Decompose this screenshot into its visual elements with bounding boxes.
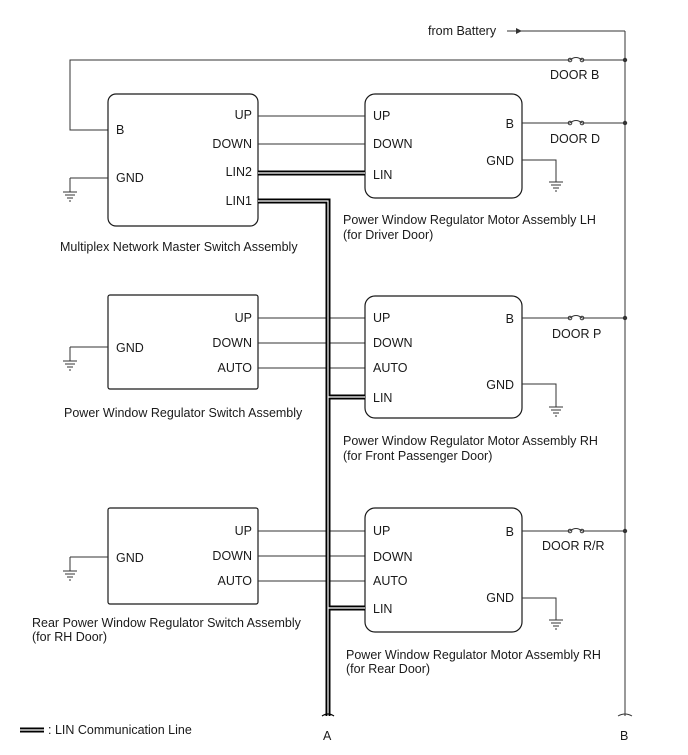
battery-label: from Battery (428, 24, 497, 38)
master-pin-gnd: GND (116, 171, 144, 185)
master-switch-caption: Multiplex Network Master Switch Assembly (60, 240, 298, 254)
motor-rhr-pin-auto: AUTO (373, 574, 408, 588)
rear-switch-pin-down: DOWN (212, 549, 252, 563)
motor-assembly-lh: UP DOWN LIN B GND Power Window Regulator… (343, 93, 596, 242)
legend-text: : LIN Communication Line (48, 723, 192, 737)
motor-rhr-pin-gnd: GND (486, 591, 514, 605)
motor-rhr-pin-down: DOWN (373, 550, 413, 564)
motor-rhf-caption-1: Power Window Regulator Motor Assembly RH (343, 434, 598, 448)
fuse-door-p-label: DOOR P (552, 327, 601, 341)
motor-rhf-pin-down: DOWN (373, 336, 413, 350)
fuse-door-p: DOOR P (522, 315, 625, 341)
rear-switch-caption-2: (for RH Door) (32, 630, 107, 644)
motor-lh-pin-lin: LIN (373, 168, 392, 182)
motor-rhf-pin-lin: LIN (373, 391, 392, 405)
motor-assembly-rh-rear: UP DOWN AUTO LIN B GND Power Window Regu… (346, 507, 601, 676)
motor-lh-pin-down: DOWN (373, 137, 413, 151)
legend: : LIN Communication Line (20, 723, 192, 737)
motor-rhr-caption-2: (for Rear Door) (346, 662, 430, 676)
motor-lh-pin-b: B (506, 117, 514, 131)
master-switch-assembly: B GND UP DOWN LIN2 LIN1 Multiplex Networ… (60, 93, 298, 254)
fuse-door-rr-label: DOOR R/R (542, 539, 605, 553)
front-switch-pin-up: UP (235, 311, 252, 325)
battery-arrow-icon (516, 28, 522, 34)
motor-rhf-pin-b: B (506, 312, 514, 326)
motor-rhr-pin-lin: LIN (373, 602, 392, 616)
fuse-door-d-label: DOOR D (550, 132, 600, 146)
terminal-a: A (323, 729, 332, 743)
motor-lh-caption-1: Power Window Regulator Motor Assembly LH (343, 213, 596, 227)
battery-feed: from Battery (428, 24, 633, 717)
motor-lh-pin-up: UP (373, 109, 390, 123)
motor-lh-caption-2: (for Driver Door) (343, 228, 433, 242)
rear-switch-pin-up: UP (235, 524, 252, 538)
motor-rhf-pin-up: UP (373, 311, 390, 325)
front-switch-assembly: GND UP DOWN AUTO Power Window Regulator … (62, 294, 303, 420)
rear-switch-assembly: GND UP DOWN AUTO Rear Power Window Regul… (32, 507, 302, 644)
master-pin-lin2: LIN2 (226, 165, 252, 179)
fuse-door-b: DOOR B (69, 57, 625, 131)
rear-switch-pin-auto: AUTO (218, 574, 253, 588)
motor-rhr-pin-b: B (506, 525, 514, 539)
master-pin-lin1: LIN1 (226, 194, 252, 208)
lin1-trunk-line (258, 198, 365, 717)
fuse-door-d: DOOR D (522, 120, 625, 146)
front-switch-caption: Power Window Regulator Switch Assembly (64, 406, 303, 420)
motor-rhf-caption-2: (for Front Passenger Door) (343, 449, 492, 463)
rear-switch-pin-gnd: GND (116, 551, 144, 565)
fuse-door-rr: DOOR R/R (522, 528, 625, 553)
master-pin-down: DOWN (212, 137, 252, 151)
motor-rhf-pin-auto: AUTO (373, 361, 408, 375)
front-switch-pin-auto: AUTO (218, 361, 253, 375)
motor-assembly-rh-front: UP DOWN AUTO LIN B GND Power Window Regu… (343, 295, 598, 463)
front-switch-pin-down: DOWN (212, 336, 252, 350)
motor-rhr-caption-1: Power Window Regulator Motor Assembly RH (346, 648, 601, 662)
terminal-b: B (620, 729, 628, 743)
rear-switch-caption-1: Rear Power Window Regulator Switch Assem… (32, 616, 302, 630)
motor-lh-pin-gnd: GND (486, 154, 514, 168)
motor-rhr-pin-up: UP (373, 524, 390, 538)
fuse-door-b-label: DOOR B (550, 68, 599, 82)
front-switch-pin-gnd: GND (116, 341, 144, 355)
master-pin-b: B (116, 123, 124, 137)
master-pin-up: UP (235, 108, 252, 122)
motor-rhf-pin-gnd: GND (486, 378, 514, 392)
